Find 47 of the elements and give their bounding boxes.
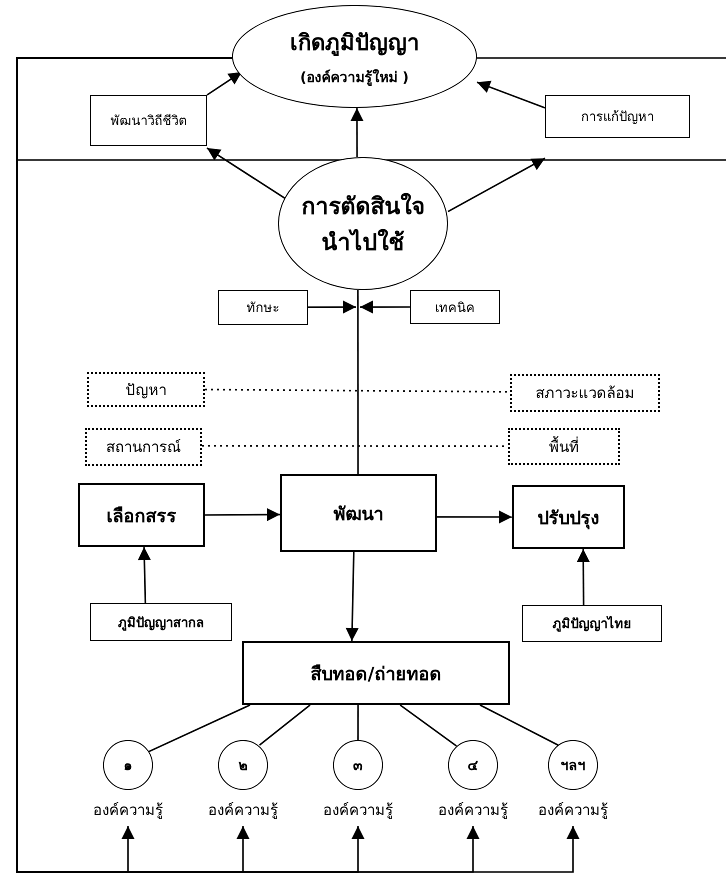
circle-caption: องค์ความรู้ — [438, 800, 508, 821]
oval-title: เกิดภูมิปัญญา — [290, 30, 419, 58]
circle-caption: องค์ความรู้ — [208, 800, 278, 821]
number-circle: ๓ — [333, 740, 383, 790]
connector-line — [400, 704, 457, 747]
arrow — [476, 80, 546, 109]
feedback-arrow — [16, 57, 580, 873]
process-box: เลือกสรร — [78, 483, 205, 547]
circle-caption: องค์ความรู้ — [93, 800, 163, 821]
label-box: ภูมิปัญญาสากล — [90, 603, 232, 641]
number-circle: ฯลฯ — [548, 740, 598, 790]
label-box: เทคนิค — [410, 290, 500, 324]
arrow — [346, 552, 359, 642]
circle-caption: องค์ความรู้ — [323, 800, 393, 821]
connector-line — [357, 705, 359, 742]
process-box: ปรับปรุง — [512, 485, 625, 549]
arrow — [206, 147, 286, 199]
label-box: การแก้ปัญหา — [545, 95, 690, 138]
number-circle: ๑ — [103, 740, 153, 790]
arrow — [205, 508, 280, 522]
process-box: สืบทอด/ถ่ายทอด — [242, 641, 510, 705]
connector-line — [259, 704, 311, 746]
oval-subtitle: (องค์ความรู้ใหม่ ) — [300, 68, 409, 88]
process-box: พัฒนา — [280, 474, 437, 552]
dotted-line — [205, 388, 510, 393]
arrow — [138, 546, 151, 604]
connector-line — [357, 290, 359, 474]
dotted-box: พื้นที่ — [508, 428, 620, 465]
dotted-box: สถานการณ์ — [85, 428, 202, 466]
arrow — [308, 300, 356, 314]
decision-circle: การตัดสินใจนำไปใช้ — [278, 157, 448, 290]
arrow — [576, 549, 590, 605]
arrow — [360, 300, 410, 314]
arrow — [448, 158, 546, 212]
connector-line — [147, 704, 250, 753]
arrow — [206, 71, 242, 96]
dotted-box: ปัญหา — [87, 372, 205, 407]
label-box: ทักษะ — [218, 290, 308, 325]
label-box: ภูมิปัญญาไทย — [522, 605, 662, 642]
label-box: พัฒนาวิถีชีวิต — [90, 95, 207, 146]
dotted-box: สภาวะแวดล้อม — [510, 374, 660, 412]
circle-caption: องค์ความรู้ — [538, 800, 608, 821]
arrow — [437, 510, 512, 524]
arrow — [350, 108, 364, 157]
number-circle: ๔ — [448, 740, 498, 790]
number-circle: ๒ — [218, 740, 268, 790]
connector-line — [480, 704, 560, 747]
